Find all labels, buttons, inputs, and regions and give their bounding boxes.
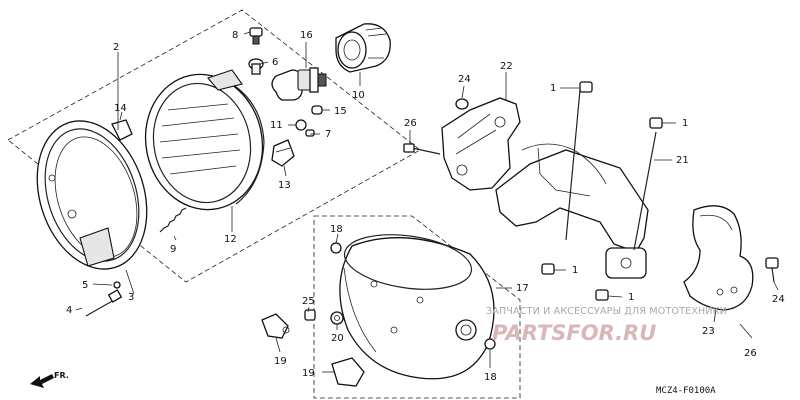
socket-11 bbox=[295, 119, 307, 131]
bulb-7 bbox=[305, 129, 315, 137]
callout-18-top: 18 bbox=[330, 224, 343, 235]
bolt-1-right bbox=[649, 117, 663, 129]
callout-12: 12 bbox=[224, 234, 237, 245]
callout-1-mid: 1 bbox=[572, 265, 578, 276]
callout-1-right: 1 bbox=[682, 118, 688, 129]
watermark: ЗАПЧАСТИ И АКСЕССУАРЫ ДЛЯ МОТОТЕХНИКИ PA… bbox=[486, 306, 727, 345]
callout-24-left: 24 bbox=[458, 74, 471, 85]
callout-3: 3 bbox=[128, 292, 134, 303]
callout-22: 22 bbox=[500, 61, 513, 72]
callout-numbers: 2 3 4 5 6 7 8 9 10 11 12 13 14 15 16 17 … bbox=[66, 30, 785, 383]
callout-7: 7 bbox=[325, 129, 331, 140]
bolt-1-low bbox=[595, 289, 609, 301]
headlight-case bbox=[339, 234, 495, 380]
callout-19-lower: 19 bbox=[302, 368, 315, 379]
callout-19-upper: 19 bbox=[274, 356, 287, 367]
front-arrow: FR. bbox=[30, 371, 69, 388]
callout-9: 9 bbox=[170, 244, 176, 255]
collar-5 bbox=[113, 281, 121, 289]
bolt-26-left bbox=[403, 143, 441, 155]
callout-20: 20 bbox=[331, 333, 344, 344]
callout-8: 8 bbox=[232, 30, 238, 41]
front-label: FR. bbox=[54, 371, 69, 380]
bolt-26-right bbox=[765, 257, 779, 283]
stay-bracket bbox=[441, 97, 521, 191]
callout-16: 16 bbox=[300, 30, 313, 41]
case-group-frame bbox=[313, 215, 521, 399]
callout-21: 21 bbox=[676, 155, 689, 166]
callout-15: 15 bbox=[334, 106, 347, 117]
watermark-logo: PARTSFOR.RU bbox=[492, 321, 656, 345]
callout-4: 4 bbox=[66, 305, 72, 316]
screw-8 bbox=[249, 27, 263, 45]
headlight-bulb bbox=[271, 67, 327, 101]
callout-10: 10 bbox=[352, 90, 365, 101]
leader-lines bbox=[75, 31, 779, 373]
callout-17: 17 bbox=[516, 283, 529, 294]
callout-26-left: 26 bbox=[404, 118, 417, 129]
clamp-19-lower bbox=[331, 357, 365, 387]
bolt-1-top bbox=[579, 81, 593, 93]
callout-1-top: 1 bbox=[550, 83, 556, 94]
clip-14 bbox=[111, 119, 133, 141]
diagram-code: MCZ4-F0100A bbox=[656, 386, 716, 396]
callout-1-low: 1 bbox=[628, 292, 634, 303]
clamp-19-upper bbox=[261, 313, 290, 339]
watermark-text: ЗАПЧАСТИ И АКСЕССУАРЫ ДЛЯ МОТОТЕХНИКИ bbox=[486, 306, 727, 317]
callout-6: 6 bbox=[272, 57, 278, 68]
screw-25 bbox=[304, 309, 316, 321]
nut-24 bbox=[455, 98, 469, 110]
headlight-unit bbox=[144, 69, 265, 211]
headlight-rim bbox=[36, 120, 148, 270]
callout-26-right: 26 bbox=[744, 348, 757, 359]
callout-25: 25 bbox=[302, 296, 315, 307]
headlight-group-frame bbox=[7, 9, 421, 283]
socket-cover bbox=[335, 23, 391, 73]
spring-9 bbox=[159, 207, 187, 233]
socket-13 bbox=[271, 139, 295, 167]
side-cover bbox=[683, 205, 754, 311]
callout-13: 13 bbox=[278, 180, 291, 191]
callout-11: 11 bbox=[270, 120, 283, 131]
case-stay-assembly bbox=[495, 89, 657, 279]
bolt-1-mid bbox=[541, 263, 555, 275]
callout-5: 5 bbox=[82, 280, 88, 291]
grommet-20 bbox=[330, 311, 344, 325]
callout-23: 23 bbox=[702, 326, 715, 337]
nut-18-bottom bbox=[484, 338, 496, 350]
nut-18-top bbox=[330, 242, 342, 254]
callout-18-bottom: 18 bbox=[484, 372, 497, 383]
callout-24-right: 24 bbox=[772, 294, 785, 305]
callout-14: 14 bbox=[114, 103, 127, 114]
callout-2: 2 bbox=[113, 42, 119, 53]
bulb-15 bbox=[311, 105, 323, 115]
grommet-6 bbox=[248, 58, 264, 75]
bolt-4 bbox=[85, 289, 123, 317]
